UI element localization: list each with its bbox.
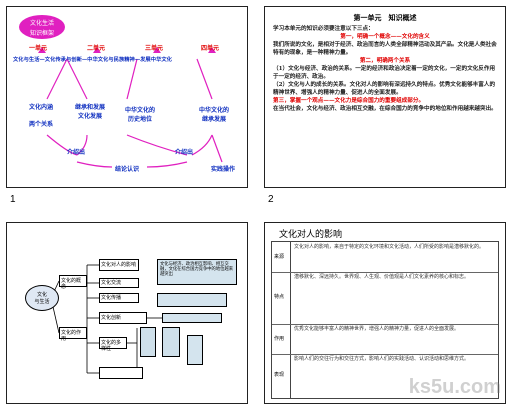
node-concept: 文化的概念 — [59, 275, 87, 290]
unit-label-2: 二单元 — [87, 45, 106, 52]
slide-number-2: 2 — [268, 194, 274, 205]
table-row: 特点 潜移默化、深远持久。世界观、人生观、价值观是人们文化素养的核心和标志。 — [274, 274, 470, 300]
body-line-4: 第二，明确两个关系 — [359, 58, 411, 64]
table-row: 作用 优秀文化能够丰富人的精神世界，增强人的精神力量，促进人的全面发展。 — [274, 326, 460, 342]
center-node: 文化与生活 — [25, 285, 59, 311]
node-spread: 文化传播 — [99, 293, 139, 303]
item-inherit-develop: 继承和发展文化发展 — [75, 104, 106, 120]
mindmap-connectors — [38, 47, 223, 168]
node-innovation: 文化创新 — [99, 312, 147, 324]
unit-label-4: 四单元 — [201, 45, 220, 52]
framework-badge: 文化生活 知识框架 — [19, 15, 65, 39]
body-line-1: 学习本单元的知识必须要注意以下三点： — [273, 26, 374, 32]
bottom-label-2: 结论认识 — [115, 166, 140, 173]
table-label-column — [272, 242, 291, 398]
body-line-7: 第三，掌握一个观点——文化力是综合国力的重要组成部分。 — [273, 98, 425, 104]
empty-box-2 — [162, 313, 222, 323]
unit-label-1: 一单元 — [29, 45, 48, 52]
table-row: 表现 影响人们的交往行为和交往方式，影响人们的实践活动、认识活动和思维方式。 — [274, 356, 470, 378]
node-influence: 文化对人的影响 — [99, 259, 139, 271]
unit-label-3: 三单元 — [145, 45, 164, 52]
slide-title: 第一单元 知识概述 — [353, 13, 417, 22]
body-line-6: （2）文化与人的成长的关系。文化对人的影响有深远持久的特点。优秀文化能够丰富人的… — [273, 82, 496, 96]
bottom-label-4: 实践操作 — [211, 166, 236, 173]
item-chinese-culture-status: 中华文化的历史地位 — [125, 107, 156, 123]
body-line-2: 第一，明确一个概念——文化的含义 — [340, 34, 430, 40]
body-line-5: （1）文化与经济、政治的关系。一定的经济和政治决定着一定的文化，一定的文化反作用… — [273, 66, 496, 80]
slide-title: 文化对人的影响 — [279, 230, 343, 240]
body-line-3: 我们所说的文化，是相对于经济、政治而言的人类全部精神活动及其产品。文化是人类社会… — [273, 42, 497, 56]
node-role: 文化的作用 — [59, 327, 87, 342]
side-block-b — [162, 327, 180, 357]
slide-thumbnail-2[interactable]: 第一单元 知识概述 学习本单元的知识必须要注意以下三点： 第一，明确一个概念——… — [264, 6, 506, 188]
item-chinese-culture-develop: 中华文化的继承发展 — [199, 107, 230, 123]
slide-body: 学习本单元的知识必须要注意以下三点： 第一，明确一个概念——文化的含义 我们所说… — [273, 25, 497, 113]
side-block-a — [140, 327, 156, 357]
table-row: 来源 文化对人的影响，来自于特定的文化环境和文化活动，人们所受的影响是潜移默化的… — [274, 244, 485, 260]
slide-number-1: 1 — [10, 194, 16, 205]
watermark: ks5u.com — [408, 376, 501, 398]
node-exchange: 文化交流 — [99, 278, 139, 288]
influence-table: 来源 文化对人的影响，来自于特定的文化环境和文化活动，人们所受的影响是潜移默化的… — [271, 241, 499, 399]
bottom-label-3: 介绍出 — [175, 149, 194, 156]
bottom-label-1: 介绍出 — [67, 149, 86, 156]
body-line-8: 在当代社会，文化与经济、政治相互交融，在综合国力的竞争中的地位和作用越来越突出。 — [273, 106, 497, 112]
badge-line-1: 文化生活 — [29, 20, 54, 27]
unit-chain: 文化与生活—文化传承与创新—中华文化与民族精神—发展中华文化 — [13, 57, 172, 63]
node-diversity: 文化的多样性 — [99, 337, 127, 352]
item-culture-meaning: 文化内涵两个关系 — [29, 104, 54, 128]
badge-line-2: 知识框架 — [29, 30, 54, 37]
slide-thumbnail-4[interactable]: 文化对人的影响 来源 文化对人的影响，来自于特定的文化环境和文化活动，人们所受的… — [264, 222, 506, 404]
slide-thumbnail-3[interactable]: 文化与生活 文化的概念 文化的作用 文化对人的影响 文化交流 文化传播 文化创新… — [6, 222, 248, 404]
empty-box-3 — [187, 335, 203, 365]
empty-box-1 — [157, 293, 227, 307]
slide-thumbnail-1[interactable]: 文化生活 知识框架 一单元 二单元 三单元 四单元 文化与生活—文化传承与创新—… — [6, 6, 248, 188]
note-box: 文化与经济、政治相互影响、相互交融，文化在综合国力竞争中的地位越来越突出 — [157, 259, 237, 285]
empty-box-4 — [99, 367, 143, 379]
